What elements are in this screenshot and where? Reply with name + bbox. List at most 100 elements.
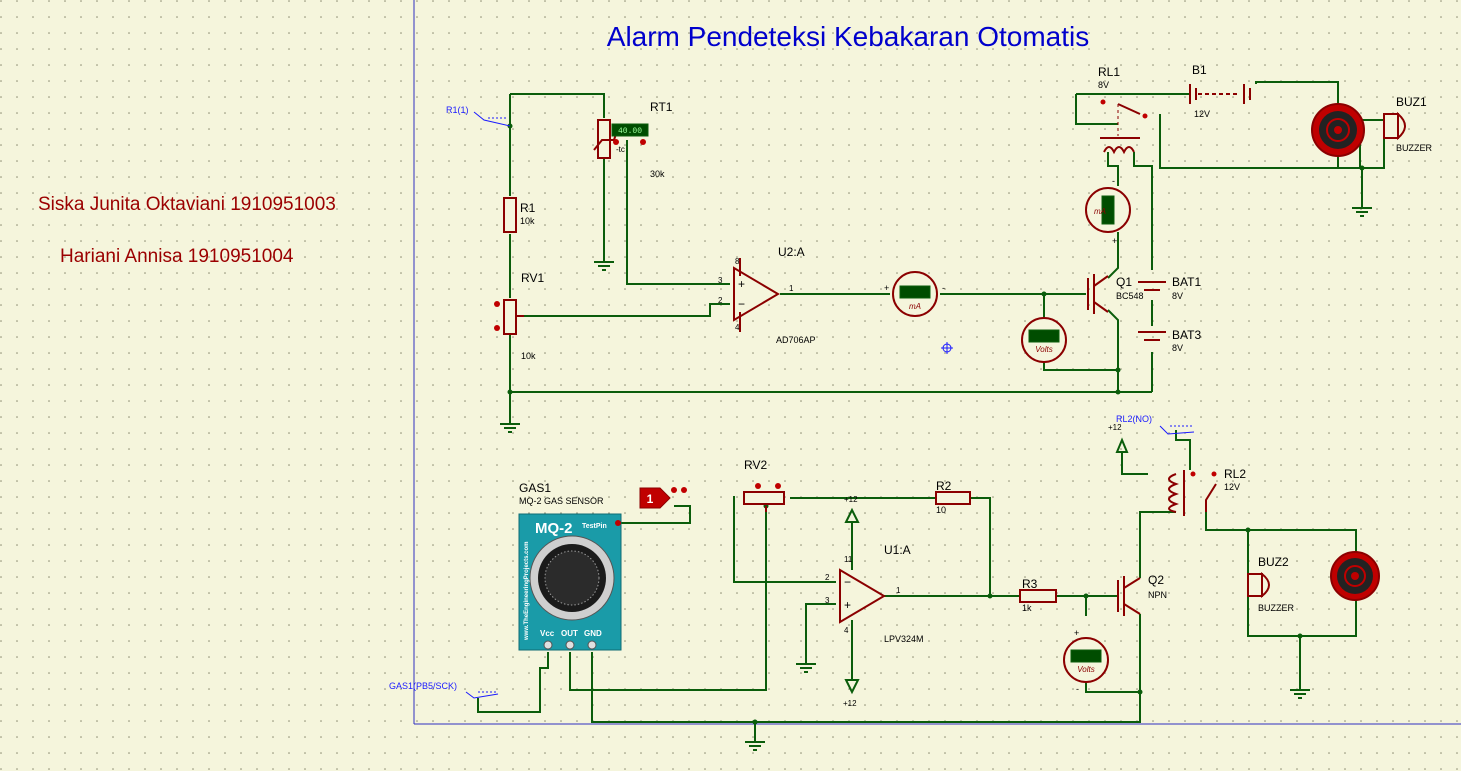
gas1-ref-label: GAS1 <box>519 481 551 495</box>
r1-value-label: 10k <box>520 216 535 226</box>
meter-unit: mA <box>909 302 921 311</box>
adjust-up-icon[interactable] <box>775 483 781 489</box>
buzzer-buz1[interactable]: BUZ1 BUZZER <box>1311 95 1433 157</box>
speaker-center <box>1351 572 1359 580</box>
gas1-part-label: MQ-2 GAS SENSOR <box>519 496 604 506</box>
buzzer-buz2[interactable]: BUZ2 BUZZER <box>1247 551 1380 613</box>
relay-contact <box>1211 471 1217 477</box>
buzzer-body <box>1247 573 1263 597</box>
battery-bat3[interactable]: BAT3 8V <box>1138 328 1201 353</box>
rl2-ref-label: RL2 <box>1224 467 1246 481</box>
bat1-ref-label: BAT1 <box>1172 275 1201 289</box>
adjust-down-icon[interactable] <box>613 139 619 145</box>
ground-icon <box>796 663 816 673</box>
pin-number: 8 <box>735 257 740 266</box>
rl2-terminal-icon <box>1159 425 1195 435</box>
wire <box>1248 529 1357 552</box>
buz1-part-label: BUZZER <box>1396 143 1433 153</box>
rl2-terminal-label[interactable]: RL2(NO) <box>1116 414 1152 424</box>
pin-number: 1 <box>789 284 794 293</box>
resistor-body <box>1019 589 1057 603</box>
junction <box>1359 165 1365 171</box>
transistor-q1[interactable]: Q1 BC548 <box>1087 274 1144 314</box>
wire <box>1133 152 1153 270</box>
rv1-ref-label: RV1 <box>521 271 544 285</box>
adjust-up-icon[interactable] <box>640 139 646 145</box>
adjust-up-icon[interactable] <box>494 301 500 307</box>
relay-rl2[interactable]: RL2 12V <box>1168 467 1246 516</box>
pin-gnd[interactable] <box>587 640 597 650</box>
q2-part-label: NPN <box>1148 590 1167 600</box>
q1-part-label: BC548 <box>1116 291 1144 301</box>
logic-probe[interactable]: 1 <box>639 487 687 509</box>
sensor-mesh <box>544 550 600 606</box>
wire <box>733 496 836 583</box>
rail-label: +12 <box>844 495 858 504</box>
ground-icon <box>1290 689 1310 699</box>
wire <box>1175 430 1191 470</box>
transistor-q2[interactable]: Q2 NPN <box>1117 573 1167 616</box>
wire <box>569 506 767 691</box>
gas1-terminal-label[interactable]: GAS1(PB5/SCK) <box>389 681 457 691</box>
wire <box>626 140 730 285</box>
toggle-icon[interactable] <box>671 487 677 493</box>
r2-value-label: 10 <box>936 505 946 515</box>
resistor-r2[interactable]: R2 10 <box>935 479 971 515</box>
resistor-r1[interactable]: R1 10k <box>503 197 536 233</box>
gas-sensor-mq2[interactable]: GAS1 MQ-2 GAS SENSOR MQ-2 TestPin www.Th… <box>518 481 622 651</box>
testpin-dot[interactable] <box>615 520 621 526</box>
relay-rl1[interactable]: RL1 8V <box>1098 65 1148 155</box>
speaker-ring <box>1326 118 1350 142</box>
potentiometer-rv2[interactable]: RV2 <box>743 458 785 512</box>
wire <box>1205 512 1249 574</box>
r1-terminal-icon <box>473 111 511 127</box>
opamp-u1[interactable]: − + 2 3 1 11 4 U1:A LPV324M <box>825 543 924 644</box>
page-title: Alarm Pendeteksi Kebakaran Otomatis <box>607 21 1089 52</box>
wire <box>1107 152 1119 186</box>
meter-unit: mA <box>1094 207 1106 216</box>
buz1-ref-label: BUZ1 <box>1396 95 1427 109</box>
thermistor-rt1[interactable]: 40.00 -tc RT1 30k <box>593 100 673 179</box>
opamp-body <box>733 266 780 322</box>
battery-b1[interactable]: B1 12V <box>1189 63 1251 119</box>
resistor-r3[interactable]: R3 1k <box>1019 577 1057 613</box>
wire <box>1075 94 1118 125</box>
pin-number: 3 <box>825 596 830 605</box>
adjust-down-icon[interactable] <box>494 325 500 331</box>
junction <box>752 719 758 725</box>
rt1-ref-label: RT1 <box>650 100 673 114</box>
pin-number: 11 <box>844 555 853 564</box>
pin-out[interactable] <box>565 640 575 650</box>
transistor-emitter <box>1093 301 1109 313</box>
wire <box>516 303 730 317</box>
u1-part-label: LPV324M <box>884 634 924 644</box>
meter-plus: + <box>884 283 889 293</box>
pin-number: 4 <box>844 626 849 635</box>
wire <box>1085 682 1140 693</box>
wire <box>805 603 836 664</box>
voltmeter-bottom[interactable]: Volts + - <box>1063 628 1109 694</box>
transistor-collector <box>1093 275 1109 287</box>
adjust-down-icon[interactable] <box>755 483 761 489</box>
potentiometer-rv1[interactable]: RV1 10k <box>494 271 544 361</box>
battery-bat1[interactable]: BAT1 8V <box>1138 275 1201 301</box>
voltmeter-top[interactable]: Volts <box>1021 317 1067 363</box>
ammeter-relay[interactable]: mA + - <box>1085 176 1131 246</box>
thermistor-display <box>611 123 649 137</box>
rv1-value-label: 10k <box>521 351 536 361</box>
wire <box>620 505 691 524</box>
opamp-u2[interactable]: + − 3 2 1 8 4 U2:A AD706AP <box>718 245 816 345</box>
meter-minus: - <box>942 283 945 293</box>
relay-coil <box>1103 146 1135 155</box>
opamp-minus-sign: − <box>844 575 851 589</box>
pin-vcc[interactable] <box>543 640 553 650</box>
r1-terminal-label[interactable]: R1(1) <box>446 105 469 115</box>
relay-contact <box>1190 471 1196 477</box>
q1-ref-label: Q1 <box>1116 275 1132 289</box>
ammeter-top[interactable]: mA + - <box>884 271 945 317</box>
buz2-part-label: BUZZER <box>1258 603 1295 613</box>
ground-icon <box>1352 207 1372 217</box>
toggle-icon[interactable] <box>681 487 687 493</box>
